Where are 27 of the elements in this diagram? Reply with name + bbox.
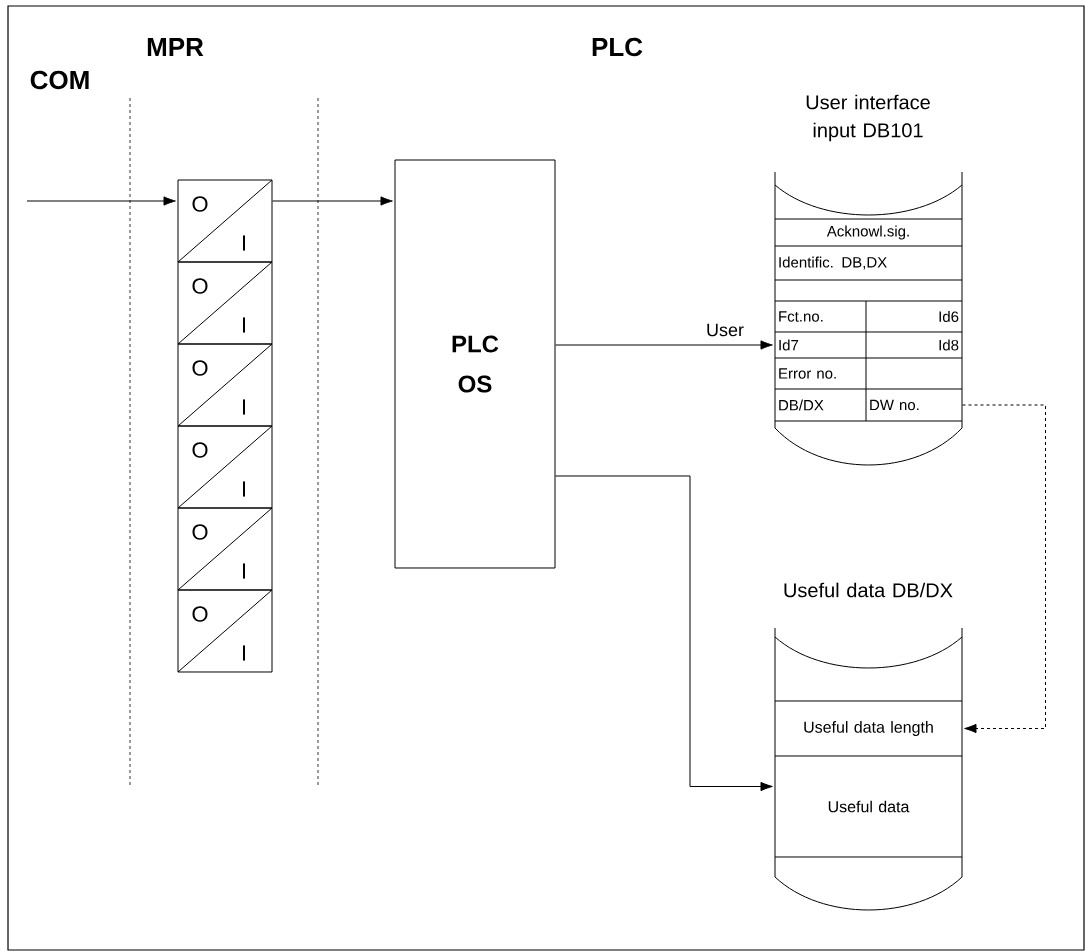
arrow bbox=[26, 196, 176, 206]
arrow bbox=[272, 196, 393, 206]
field-label: DW no. bbox=[870, 399, 919, 411]
field-label: Id8 bbox=[939, 339, 959, 351]
field-label: Useful data length bbox=[804, 721, 933, 736]
arrow bbox=[962, 404, 1046, 734]
field-label: Acknowl.sig. bbox=[826, 225, 909, 240]
converter-cell: O I bbox=[177, 589, 273, 673]
converter-cell: O I bbox=[177, 507, 273, 591]
edge-label: User bbox=[705, 322, 745, 338]
field-label: Id7 bbox=[779, 339, 799, 351]
arrow bbox=[555, 475, 773, 792]
converter-cell: O I bbox=[177, 343, 273, 427]
field-label: Useful data bbox=[828, 800, 910, 813]
field-label: Fct.no. bbox=[779, 311, 823, 322]
section-heading: COM bbox=[30, 70, 89, 90]
field-label: Id6 bbox=[939, 311, 959, 322]
converter-cell: O I bbox=[177, 261, 273, 345]
converter-cell: O I bbox=[177, 179, 273, 263]
section-heading: PLC bbox=[592, 37, 643, 57]
arrow bbox=[555, 340, 773, 350]
field-label: Error no. bbox=[779, 368, 836, 379]
field-label: DB/DX bbox=[779, 399, 824, 411]
field-label: Identific. DB,DX bbox=[779, 256, 887, 270]
process-box: PLC OS bbox=[394, 159, 556, 569]
converter-cell: O I bbox=[177, 425, 273, 509]
section-heading: MPR bbox=[147, 38, 204, 56]
